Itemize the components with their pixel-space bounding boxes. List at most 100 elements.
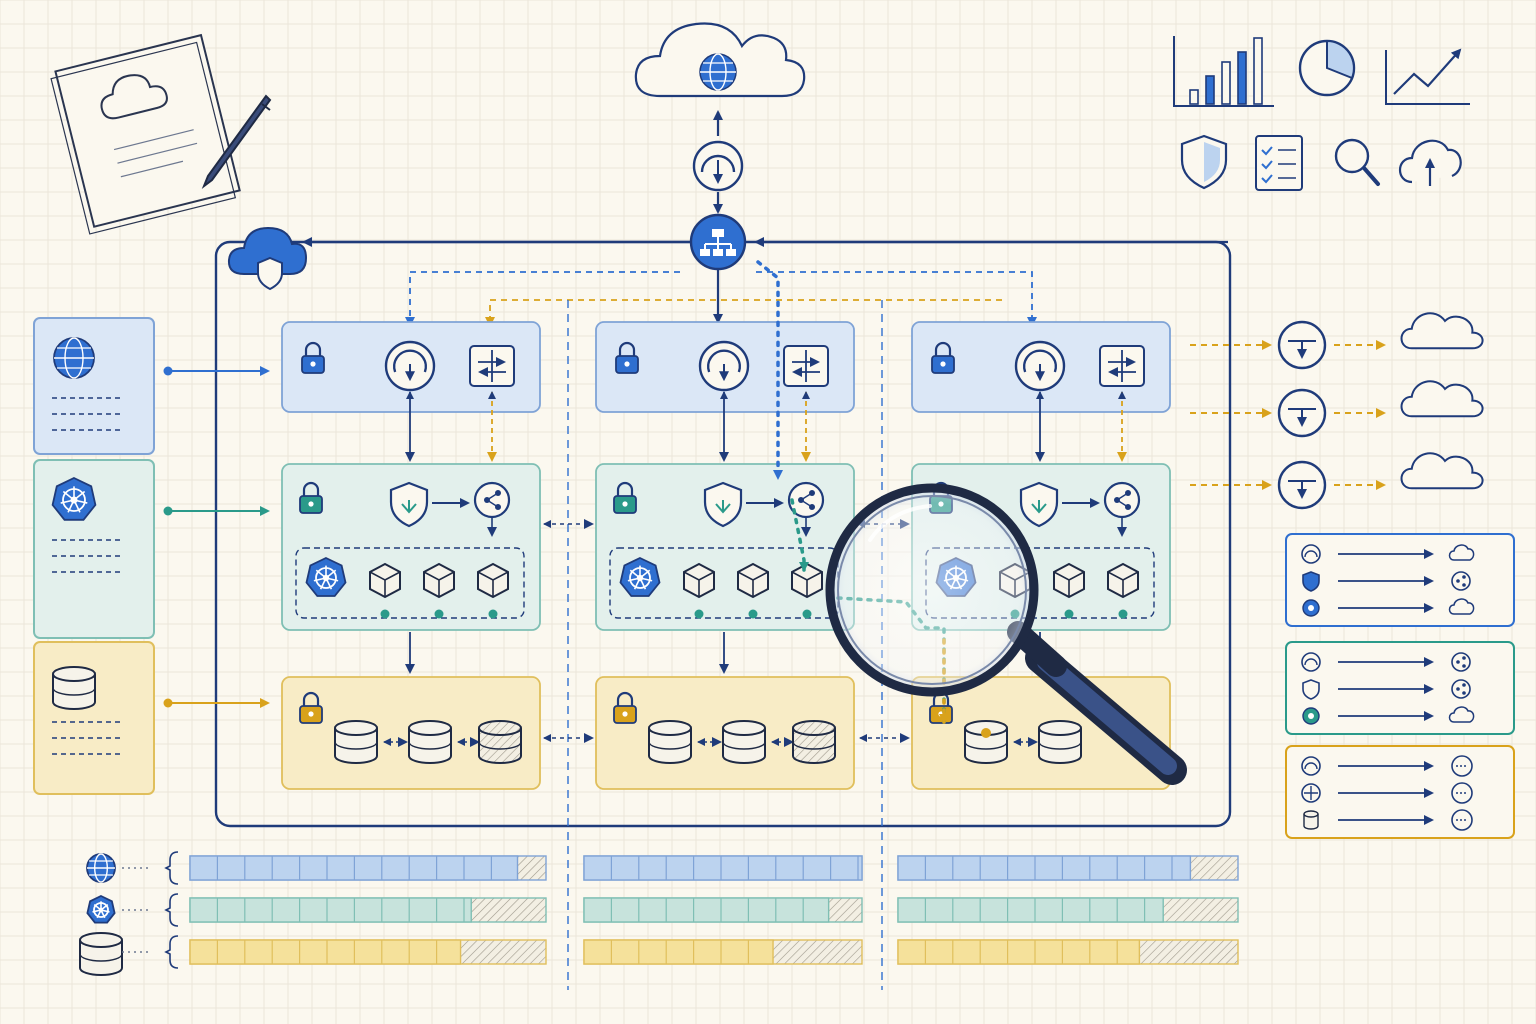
- container-pod-icon: [369, 562, 401, 619]
- flow-table-row: [1302, 598, 1475, 617]
- legend-data: [33, 641, 270, 795]
- kubernetes-icon: [305, 557, 347, 597]
- lock-icon: [613, 691, 637, 724]
- cloud-icon: [1400, 452, 1484, 490]
- bar-chart-icon: [1173, 36, 1274, 107]
- magnifying-glass-icon: [825, 483, 1187, 785]
- container-pod-icon: [737, 562, 769, 619]
- egress-route-1: [1190, 312, 1484, 370]
- service-mesh-icon[interactable]: [1103, 481, 1141, 519]
- service-mesh-icon[interactable]: [787, 481, 825, 519]
- capacity-bars: [79, 851, 1239, 976]
- backup-database-icon: [792, 720, 836, 764]
- lock-icon: [613, 481, 637, 514]
- legend-kubernetes: [33, 459, 270, 639]
- cloud-upload-icon: [1398, 139, 1462, 186]
- capacity-bar: [897, 897, 1239, 923]
- egress-route-2: [1190, 380, 1484, 438]
- gateway-router-icon[interactable]: [1277, 320, 1327, 370]
- container-pod-icon: [791, 562, 823, 619]
- zone-column-zone-a: [281, 321, 541, 790]
- kubernetes-cluster-box: [609, 547, 839, 619]
- web-tier-box: [911, 321, 1171, 413]
- globe-icon: [53, 337, 95, 379]
- primary-database-icon: [334, 720, 378, 764]
- service-mesh-icon[interactable]: [473, 481, 511, 519]
- notebook-cloud-icon: [50, 33, 241, 235]
- gateway-gauge-icon: [692, 140, 744, 192]
- dashboard-icons: [1173, 36, 1470, 191]
- gateway-gauge-icon[interactable]: [1014, 340, 1066, 392]
- container-pod-icon: [423, 562, 455, 619]
- flow-table-web: [1285, 533, 1515, 627]
- gateway-gauge-icon[interactable]: [698, 340, 750, 392]
- router-switch-icon[interactable]: [469, 345, 515, 387]
- kubernetes-cluster-box: [295, 547, 525, 619]
- flow-table-row: [1301, 652, 1471, 672]
- capacity-bar: [897, 939, 1239, 965]
- egress-routes: [1190, 312, 1484, 510]
- kubernetes-icon: [51, 477, 97, 521]
- flow-table-row: [1301, 782, 1473, 804]
- router-switch-icon[interactable]: [1099, 345, 1145, 387]
- capacity-row-kubernetes: [86, 893, 1239, 927]
- zone-column-zone-b: [595, 321, 855, 790]
- router-switch-icon[interactable]: [783, 345, 829, 387]
- flow-tables: [1285, 533, 1515, 839]
- shield-icon: [703, 481, 743, 528]
- gateway-gauge-icon[interactable]: [384, 340, 436, 392]
- container-pod-icon: [1107, 562, 1139, 619]
- web-tier-box: [281, 321, 541, 413]
- flow-table-kubernetes: [1285, 641, 1515, 735]
- line-chart-icon: [1385, 48, 1470, 105]
- pie-chart-icon: [1298, 39, 1356, 97]
- database-icon: [52, 666, 96, 710]
- gateway-router-icon[interactable]: [1277, 388, 1327, 438]
- capacity-row-data: [79, 932, 1239, 976]
- capacity-bar: [583, 897, 863, 923]
- web-tier-box: [595, 321, 855, 413]
- legend-web: [33, 317, 270, 455]
- primary-database-icon: [964, 720, 1008, 764]
- trace-path-upper: [756, 260, 783, 480]
- flow-table-row: [1303, 809, 1473, 831]
- cloud-icon: [1400, 312, 1484, 350]
- flow-table-data: [1285, 745, 1515, 839]
- search-icon: [1334, 138, 1380, 186]
- flow-table-row: [1302, 571, 1471, 592]
- app-tier-box: [281, 463, 541, 631]
- lock-icon: [615, 341, 639, 374]
- capacity-row-web: [86, 851, 1239, 885]
- trace-path-middle: [790, 498, 809, 572]
- replica-database-icon: [722, 720, 766, 764]
- flow-table-row: [1302, 679, 1471, 700]
- flow-table-row: [1302, 706, 1475, 725]
- cloud-icon: [1400, 380, 1484, 418]
- shield-icon: [389, 481, 429, 528]
- load-balancer-icon[interactable]: [689, 213, 747, 271]
- shield-icon: [1180, 134, 1228, 190]
- container-pod-icon: [683, 562, 715, 619]
- capacity-bar: [189, 939, 547, 965]
- kubernetes-icon: [619, 557, 661, 597]
- capacity-bar: [189, 897, 547, 923]
- data-tier-box: [595, 676, 855, 790]
- replica-database-icon: [408, 720, 452, 764]
- database-icon: [79, 932, 123, 976]
- replica-database-icon: [1038, 720, 1082, 764]
- egress-route-3: [1190, 452, 1484, 510]
- cloud-shield-icon: [227, 226, 308, 291]
- primary-database-icon: [648, 720, 692, 764]
- layer-legend: [33, 317, 270, 795]
- backup-database-icon: [478, 720, 522, 764]
- flow-table-row: [1301, 544, 1475, 564]
- globe-icon: [86, 853, 116, 883]
- gateway-router-icon[interactable]: [1277, 460, 1327, 510]
- data-tier-box: [281, 676, 541, 790]
- shield-icon: [1019, 481, 1059, 528]
- app-tier-box: [595, 463, 855, 631]
- capacity-bar: [897, 855, 1239, 881]
- pen-icon: [201, 94, 272, 189]
- availability-zones: [281, 321, 1171, 790]
